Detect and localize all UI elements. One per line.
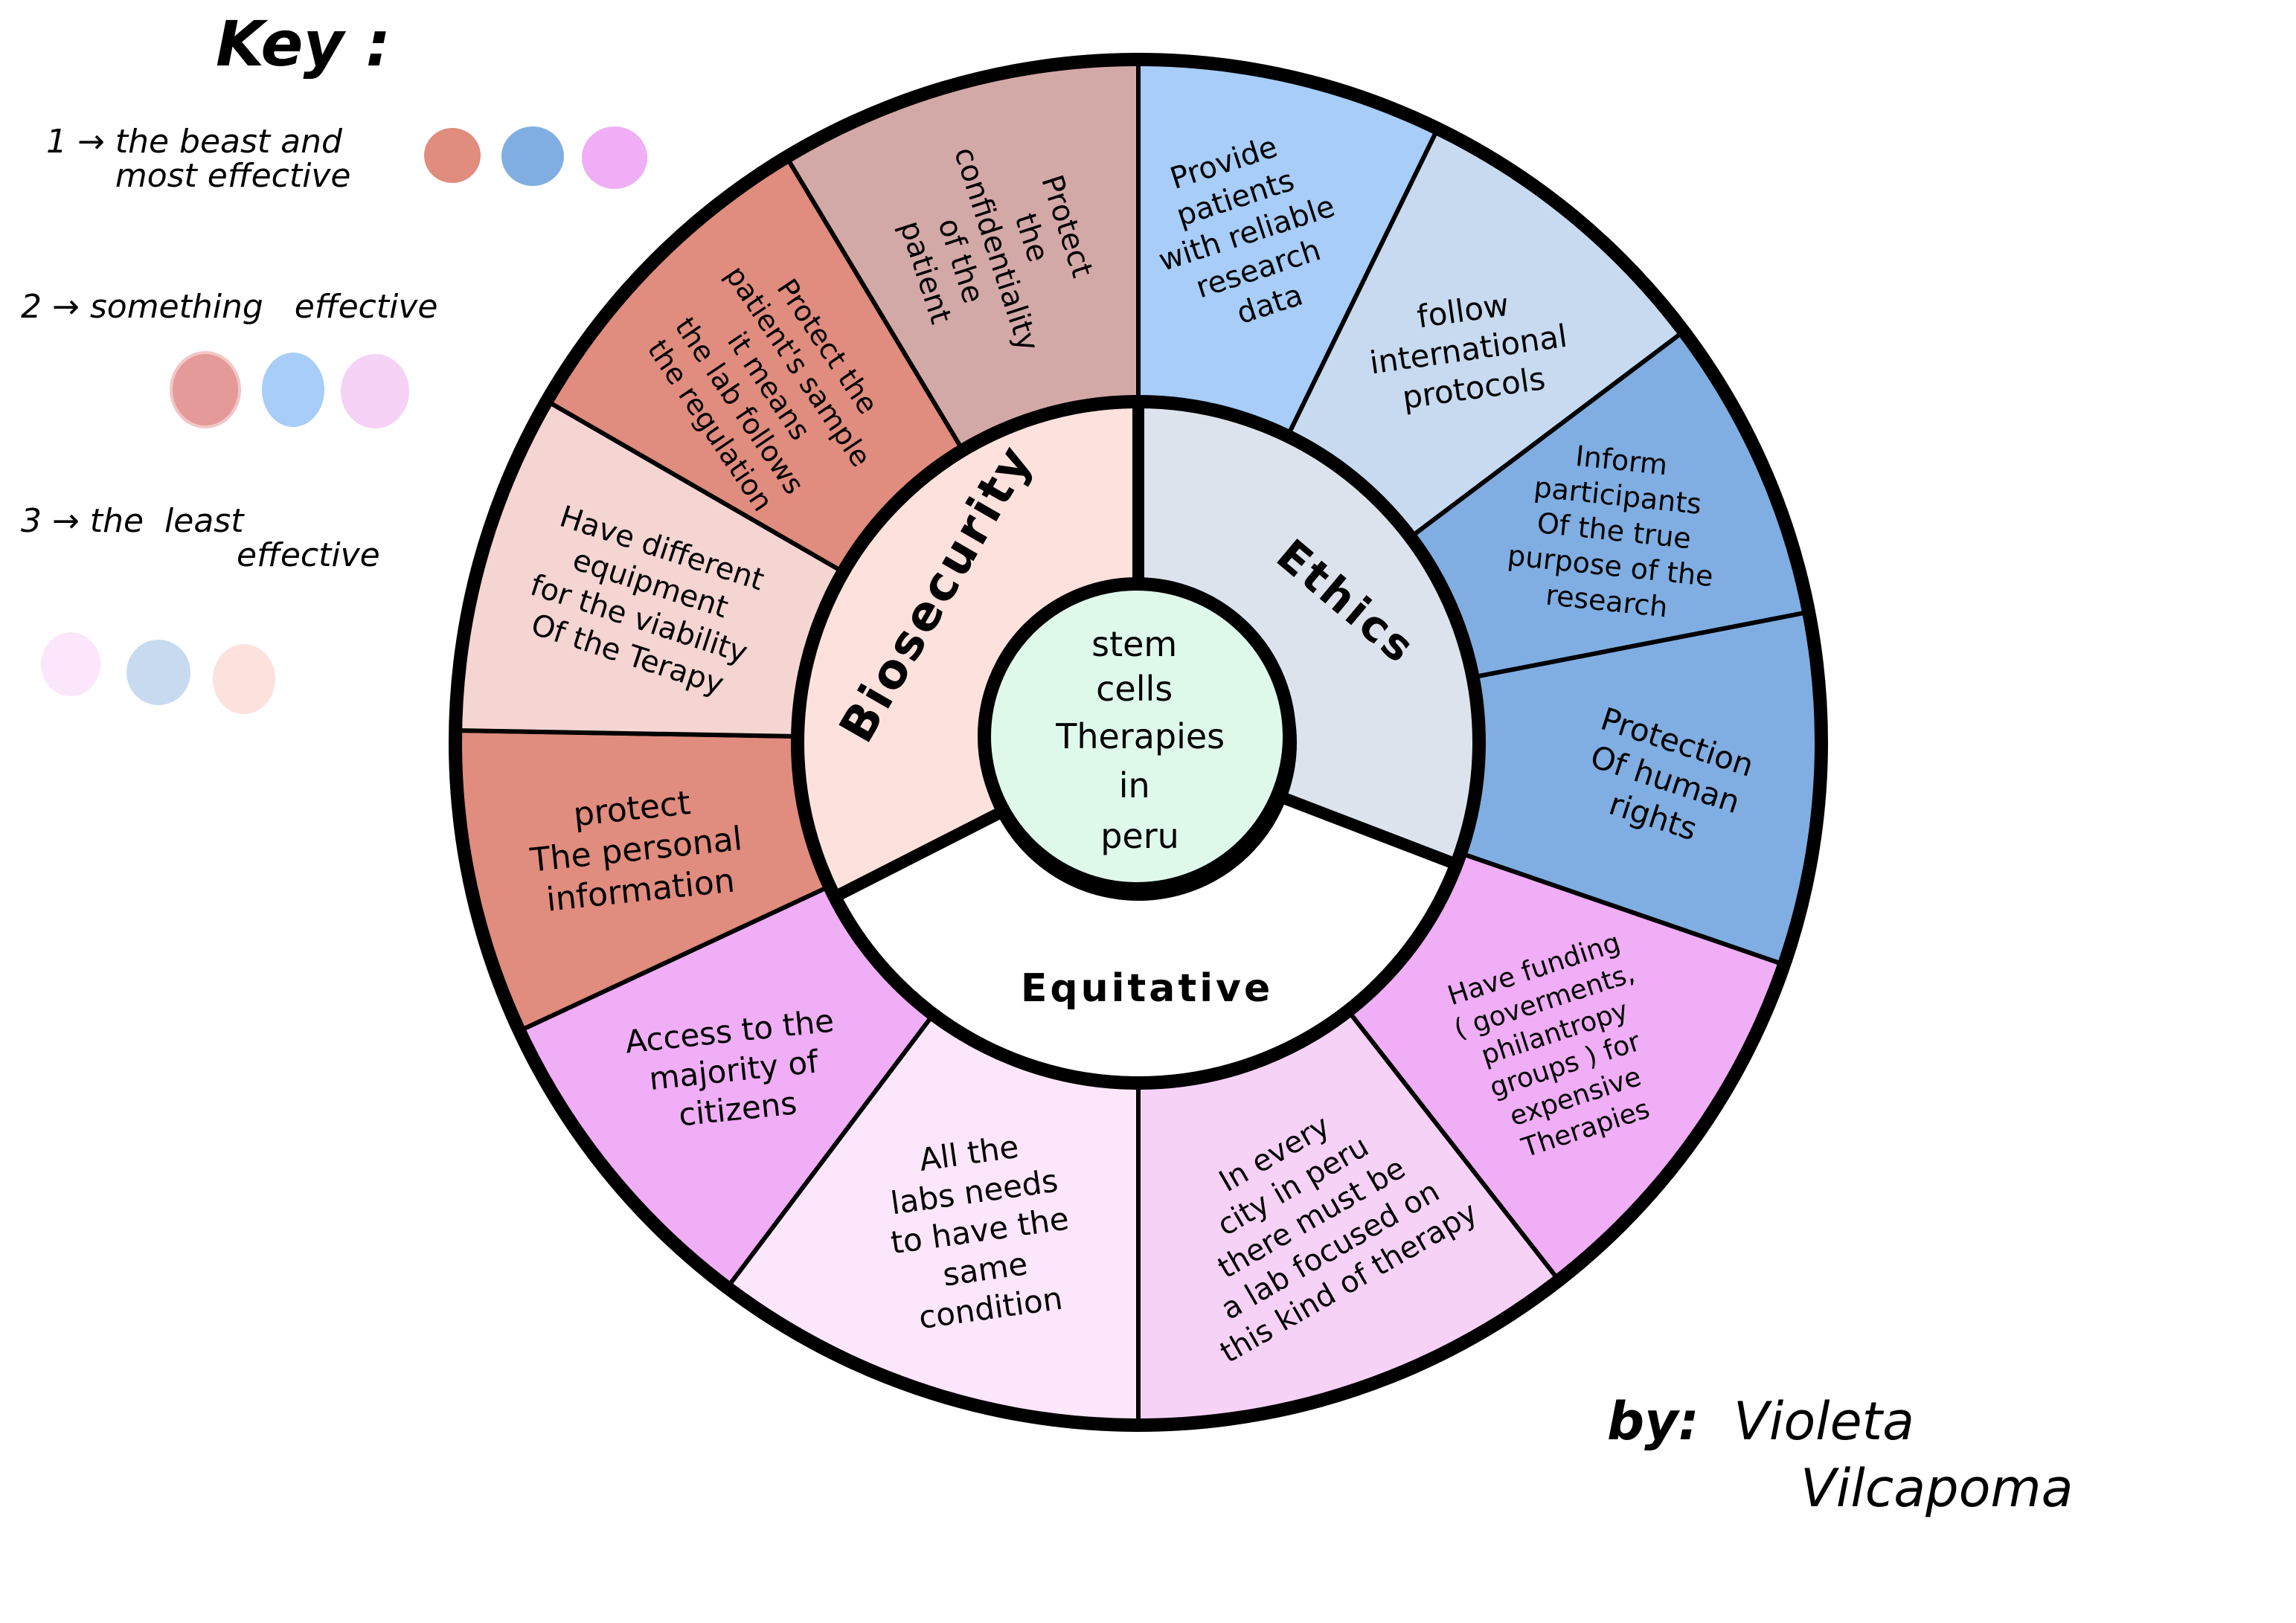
key-dot-lightpink <box>341 354 409 428</box>
key-legend: Key : 1 → the beast and most effective 2… <box>0 0 714 744</box>
key-dot-rose <box>173 354 238 425</box>
key-level-number: 3 <box>21 502 42 540</box>
segment-label: Providepatientswith reliableresearchdata <box>1132 118 1362 349</box>
author-last-name: Vilcapoma <box>1800 1458 2074 1519</box>
key-dot-coral <box>424 128 481 183</box>
key-level-number: 2 <box>21 288 42 326</box>
author-by: by: <box>1607 1391 1699 1452</box>
key-level-1: 1 → the beast and most effective <box>46 123 351 195</box>
key-level-label: effective <box>237 536 380 574</box>
key-dot-blue <box>501 126 564 186</box>
key-title: Key : <box>216 7 391 80</box>
author-credit: by: Violeta Vilcapoma <box>1607 1391 2074 1519</box>
center-line: in <box>1119 765 1150 806</box>
key-level-label: most effective <box>115 157 351 195</box>
middle-ring-border <box>791 395 1486 1090</box>
key-dot-pink <box>582 126 647 189</box>
key-level-label: the least <box>89 502 244 540</box>
key-level-2: 2 → something effective <box>21 288 438 326</box>
center-title: stem cells Therapies in peru <box>1055 624 1236 856</box>
center-line: cells <box>1096 669 1173 709</box>
outer-ring-border <box>449 53 1828 1432</box>
author-first-name: Violeta <box>1734 1391 1915 1452</box>
key-dot-lightblue <box>262 353 324 427</box>
segment-label: ProtectionOf humanrights <box>1572 701 1758 858</box>
center-line: peru <box>1100 816 1179 856</box>
key-dot-palepeach <box>213 644 275 714</box>
key-level-3: 3 → the least effective <box>21 502 380 574</box>
key-dot-paleblue <box>126 640 190 705</box>
center-line: stem <box>1091 624 1177 664</box>
category-label-equitative: Equitative <box>1021 966 1273 1011</box>
center-circle <box>978 577 1296 896</box>
key-dot-palepink <box>41 632 100 696</box>
center-line: Therapies <box>1055 716 1225 756</box>
key-level-label: the beast and <box>115 123 342 161</box>
key-level-number: 1 <box>46 123 67 161</box>
key-level-label: something effective <box>89 288 438 326</box>
